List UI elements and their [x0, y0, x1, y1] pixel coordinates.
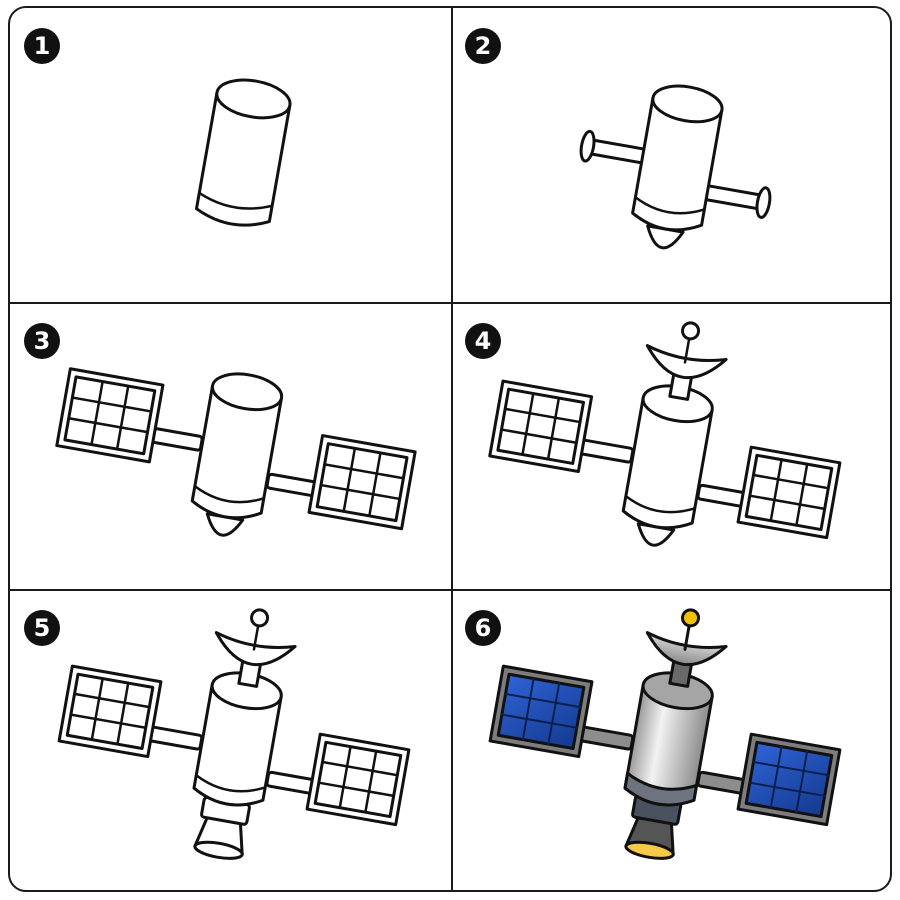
step-panel-4: 4 [451, 303, 890, 590]
satellite-with-thruster-icon [57, 608, 411, 860]
step-number-badge: 6 [465, 610, 501, 646]
step-panel-3: 3 [10, 303, 451, 590]
grid-divider-horizontal-1 [10, 302, 890, 304]
step-number-badge: 1 [24, 28, 60, 64]
step-panel-5: 5 [10, 590, 451, 890]
satellite-body-icon [194, 78, 292, 227]
step-panel-1: 1 [10, 8, 451, 303]
satellite-with-panels-icon [55, 367, 417, 537]
step-number-badge: 3 [24, 323, 60, 359]
step-panel-6: 6 [451, 590, 890, 890]
satellite-colored-icon [488, 608, 842, 860]
grid-divider-horizontal-2 [10, 589, 890, 591]
step-number-badge: 4 [465, 323, 501, 359]
step-panel-2: 2 [451, 8, 890, 303]
grid-divider-vertical [451, 8, 453, 890]
satellite-with-arms-icon [579, 84, 772, 250]
step-number-badge: 2 [465, 28, 501, 64]
satellite-with-dish-icon [488, 321, 842, 547]
steps-grid: 1 2 [8, 6, 892, 892]
step-number-badge: 5 [24, 610, 60, 646]
